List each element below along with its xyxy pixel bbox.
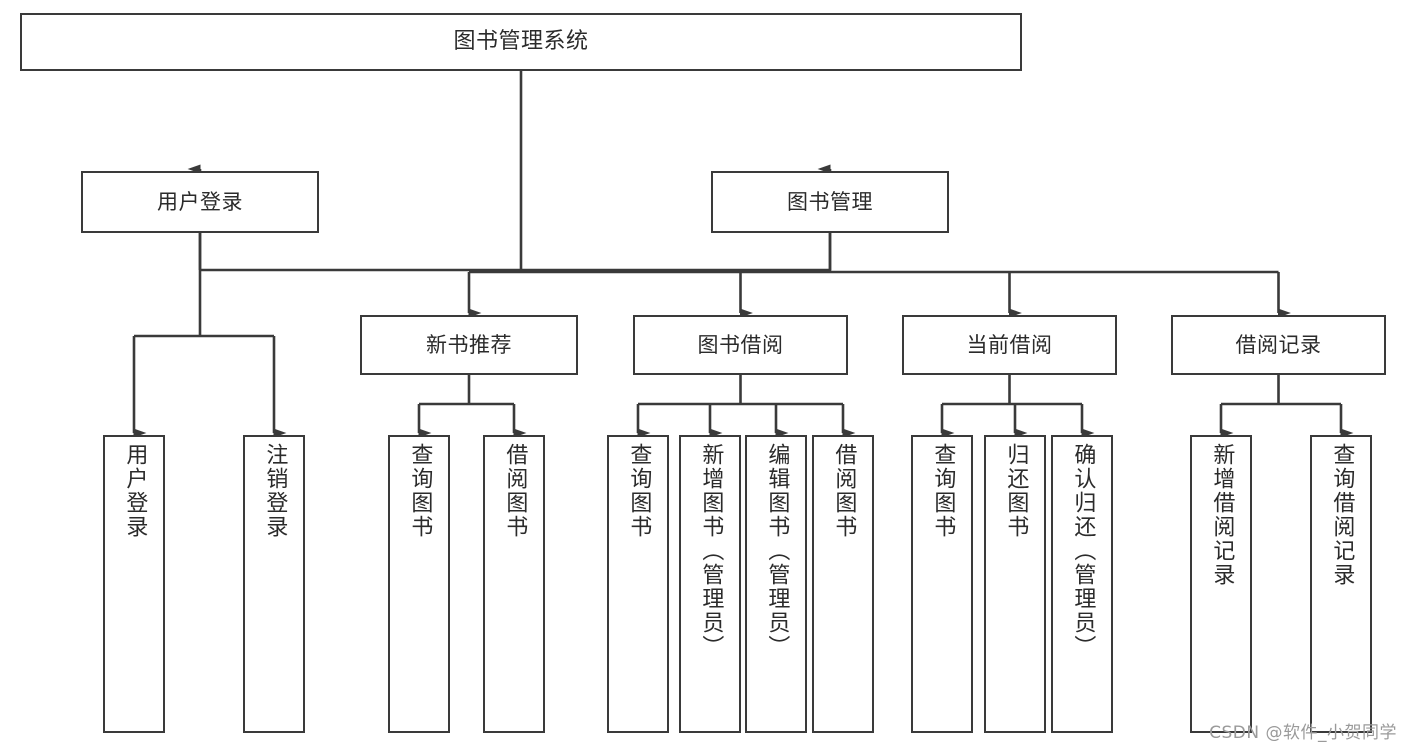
node-leaf-edit-book-admin[interactable]: 编辑图书（管理员） [745,435,807,733]
node-leaf-user-login[interactable]: 用户登录 [103,435,165,733]
node-label: 图书管理 [787,189,873,214]
node-leaf-confirm-return-admin[interactable]: 确认归还（管理员） [1051,435,1113,733]
node-label: 新书推荐 [426,332,512,357]
node-new-book-recommend[interactable]: 新书推荐 [360,315,578,375]
node-label: 图书管理系统 [453,29,589,55]
node-user-login[interactable]: 用户登录 [81,171,319,233]
node-label: 借阅记录 [1235,332,1322,357]
node-borrow-record[interactable]: 借阅记录 [1171,315,1386,375]
node-current-borrow[interactable]: 当前借阅 [902,315,1117,375]
node-label: 查询图书 [930,443,956,539]
node-label: 新增图书（管理员） [698,443,724,659]
node-leaf-return-book[interactable]: 归还图书 [984,435,1046,733]
node-label: 查询图书 [626,443,652,539]
node-label: 新增借阅记录 [1209,443,1235,587]
node-leaf-add-book-admin[interactable]: 新增图书（管理员） [679,435,741,733]
node-leaf-borrow-book-2[interactable]: 借阅图书 [812,435,874,733]
node-leaf-borrow-book-1[interactable]: 借阅图书 [483,435,545,733]
node-label: 编辑图书（管理员） [764,443,790,659]
node-leaf-query-book-2[interactable]: 查询图书 [607,435,669,733]
node-book-management[interactable]: 图书管理 [711,171,949,233]
node-label: 用户登录 [122,443,148,539]
node-label: 借阅图书 [502,443,528,539]
node-label: 借阅图书 [831,443,857,539]
node-label: 图书借阅 [697,332,784,357]
node-label: 当前借阅 [966,332,1053,357]
node-label: 归还图书 [1003,443,1029,539]
watermark-text: CSDN @软件_小贺同学 [1209,723,1397,743]
node-label: 确认归还（管理员） [1070,443,1096,659]
node-book-borrow[interactable]: 图书借阅 [633,315,848,375]
node-leaf-query-book-1[interactable]: 查询图书 [388,435,450,733]
node-label: 用户登录 [157,189,243,214]
node-label: 查询图书 [407,443,433,539]
node-leaf-query-borrow-record[interactable]: 查询借阅记录 [1310,435,1372,733]
node-leaf-add-borrow-record[interactable]: 新增借阅记录 [1190,435,1252,733]
node-label: 注销登录 [262,443,288,539]
node-leaf-logout-login[interactable]: 注销登录 [243,435,305,733]
node-root-book-management-system[interactable]: 图书管理系统 [20,13,1022,71]
node-label: 查询借阅记录 [1329,443,1355,587]
node-leaf-query-book-3[interactable]: 查询图书 [911,435,973,733]
